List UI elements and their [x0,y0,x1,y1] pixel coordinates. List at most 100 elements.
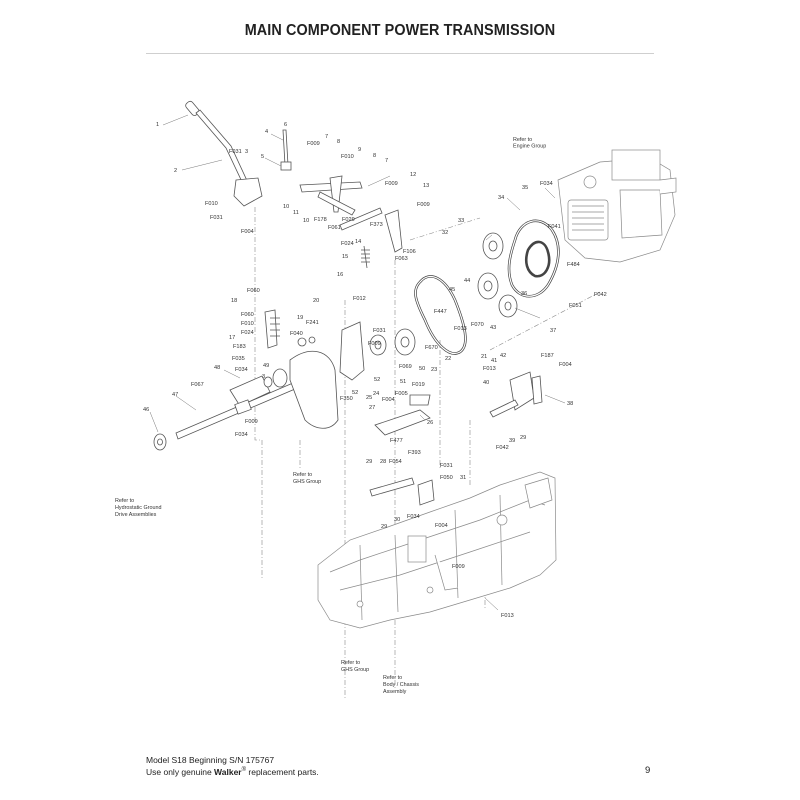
callout-label: F004 [382,397,395,403]
callout-label: F040 [290,331,303,337]
callout-label: 27 [369,405,375,411]
callout-label: F106 [403,249,416,255]
callout-label: 50 [419,366,425,372]
callout-label: 3 [262,374,265,380]
callout-label: F010 [205,201,218,207]
callout-label: 38 [567,401,573,407]
callout-label: 26 [427,420,433,426]
chassis-frame [317,471,557,629]
ghs-group-reference-bottom: Refer to GHS Group [341,660,369,673]
callout-label: 43 [490,325,496,331]
callout-label: F054 [389,459,402,465]
callout-label: 42 [500,353,506,359]
callout-label: F041 [548,224,561,230]
callout-label: F004 [241,229,254,235]
idler-assembly [264,309,387,381]
page-footer: Model S18 Beginning S/N 175767 Use only … [146,755,319,777]
callout-label: 14 [355,239,361,245]
callout-label: 47 [172,392,178,398]
callout-label: 19 [297,315,303,321]
callout-label: F051 [569,303,582,309]
engine-reference: Refer to Engine Group [513,137,546,150]
callout-label: F009 [385,181,398,187]
callout-label: F350 [340,396,353,402]
callout-label: F183 [233,344,246,350]
body-chassis-reference: Refer to Body / Chassis Assembly [383,675,420,695]
callout-label: 18 [231,298,237,304]
callout-label: 4 [265,129,268,135]
callout-label: 8 [373,153,376,159]
callout-label: F178 [314,217,327,223]
callout-label: 5 [261,154,264,160]
callout-label: F012 [353,296,366,302]
callout-label: F050 [440,475,453,481]
callout-label: F069 [399,364,412,370]
drive-shaft-assembly [153,351,339,451]
callout-label: F031 [229,149,242,155]
model-line: Model S18 Beginning S/N 175767 [146,755,275,765]
callout-labels: 1 2 F031 3 F010 F031 F004 4 6 5 F009 7 8… [143,122,607,619]
callout-label: F024 [241,330,254,336]
callout-label: 34 [498,195,504,201]
callout-label: F035 [232,356,245,362]
callout-label: F061 [328,225,341,231]
callout-label: F009 [307,141,320,147]
callout-label: 7 [385,158,388,164]
callout-label: F484 [567,262,580,268]
callout-label: F013 [501,613,514,619]
callout-label: F034 [235,367,248,373]
callout-label: F009 [245,419,258,425]
callout-label: 16 [337,272,343,278]
callout-label: F013 [483,366,496,372]
page-title: MAIN COMPONENT POWER TRANSMISSION [244,22,556,39]
callout-label: 32 [442,230,448,236]
brand-name: Walker [214,766,242,777]
callout-label: 33 [458,218,464,224]
ghs-group-reference-left: Refer to GHS Group [293,472,321,485]
callout-label: 22 [445,356,451,362]
callout-label: 46 [143,407,149,413]
callout-label: F187 [541,353,554,359]
callout-label: 7 [325,134,328,140]
callout-label: 3 [245,149,248,155]
callout-label: F393 [408,450,421,456]
callout-label: F009 [368,341,381,347]
callout-label: 31 [460,475,466,481]
callout-label: 25 [366,395,372,401]
callout-label: F009 [452,564,465,570]
callout-label: F004 [435,523,448,529]
callout-label: 12 [410,172,416,178]
callout-label: 8 [337,139,340,145]
drive-pulleys [394,219,560,356]
callout-label: 44 [464,278,470,284]
callout-label: F031 [373,328,386,334]
callout-label: F013 [454,326,467,332]
callout-label: F060 [241,312,254,318]
callout-label: 37 [550,328,556,334]
callout-label: 29 [381,524,387,530]
callout-label: F042 [594,292,607,298]
callout-label: F031 [210,215,223,221]
callout-label: F060 [247,288,260,294]
callout-label: F005 [395,391,408,397]
callout-label: F024 [341,241,354,247]
callout-label: 1 [156,122,159,128]
callout-label: 40 [483,380,489,386]
hydrostatic-reference: Refer to Hydrostatic Ground Drive Assemb… [115,498,163,518]
callout-label: F670 [425,345,438,351]
callout-label: 52 [352,390,358,396]
callout-label: F034 [407,514,420,520]
callout-label: F029 [342,217,355,223]
callout-label: 35 [522,185,528,191]
callout-label: F010 [241,321,254,327]
callout-label: 6 [284,122,287,128]
callout-label: 28 [380,459,386,465]
callout-label: F042 [496,445,509,451]
callout-label: 9 [358,147,361,153]
page-number: 9 [645,765,651,776]
assembly-centerlines [254,207,601,700]
callout-label: 20 [313,298,319,304]
parts-notice: Use only genuine Walker® replacement par… [146,766,319,777]
callout-label: F373 [370,222,383,228]
